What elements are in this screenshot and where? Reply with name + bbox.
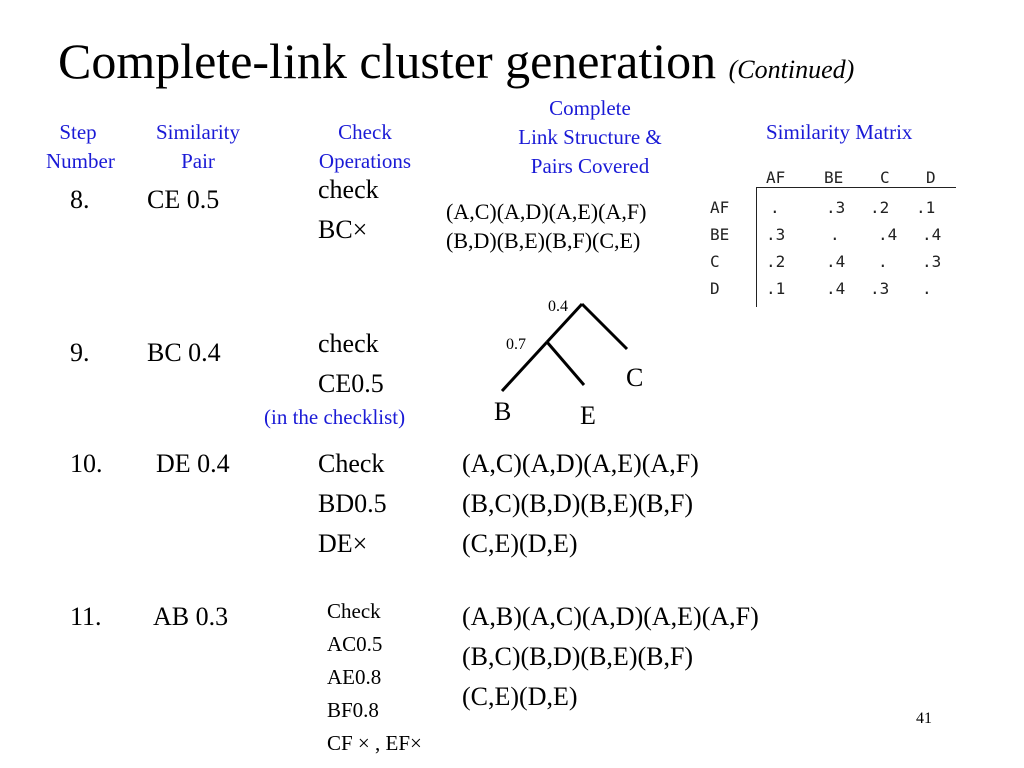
similarity-pair: CE 0.5 <box>147 185 220 214</box>
matrix-cell: .4 <box>826 252 846 271</box>
similarity-pair: DE 0.4 <box>156 449 230 478</box>
check-line: Check <box>318 449 385 478</box>
check-operations: Check BD0.5 DE× <box>318 444 387 564</box>
check-line: CF × , EF× <box>327 731 422 755</box>
pairs-line: (B,C)(B,D)(B,E)(B,F) <box>462 642 694 671</box>
matrix-cell: .1 <box>766 279 786 298</box>
header-line: Pair <box>181 149 215 173</box>
dendrogram-branch <box>580 302 629 351</box>
matrix-cell: . <box>830 225 840 244</box>
header-line: Check <box>338 120 392 144</box>
header-check-operations: Check Operations <box>305 118 425 176</box>
check-line: check <box>318 175 379 204</box>
check-line: AC0.5 <box>327 632 383 656</box>
header-link-structure: Complete Link Structure & Pairs Covered <box>490 94 690 181</box>
matrix-cell: .4 <box>826 279 846 298</box>
matrix-cell: . <box>878 252 888 271</box>
matrix-col-header: AF <box>766 168 786 187</box>
pairs-covered: (A,C)(A,D)(A,E)(A,F) (B,D)(B,E)(B,F)(C,E… <box>446 197 646 255</box>
dendrogram-branch <box>500 340 549 393</box>
pairs-line: (B,C)(B,D)(B,E)(B,F) <box>462 489 694 518</box>
check-line: AE0.8 <box>327 665 382 689</box>
dendrogram-branch <box>545 341 586 386</box>
pairs-line: (A,C)(A,D)(A,E)(A,F) <box>446 199 647 224</box>
check-operations: Check AC0.5 AE0.8 BF0.8 CF × , EF× <box>327 595 422 760</box>
header-line: Pairs Covered <box>530 154 650 178</box>
matrix-cell: .2 <box>766 252 786 271</box>
step-number: 8. <box>70 185 90 214</box>
matrix-cell: . <box>770 198 780 217</box>
page-number: 41 <box>916 710 932 727</box>
check-operations: check CE0.5 <box>318 324 384 404</box>
pairs-line: (A,B)(A,C)(A,D)(A,E)(A,F) <box>462 602 759 631</box>
header-line: Complete <box>549 96 631 120</box>
header-line: Number <box>46 149 115 173</box>
header-similarity-matrix: Similarity Matrix <box>766 120 913 144</box>
matrix-cell: .3 <box>826 198 846 217</box>
check-line: BF0.8 <box>327 698 379 722</box>
pairs-line: (A,C)(A,D)(A,E)(A,F) <box>462 449 699 478</box>
matrix-row-label: D <box>710 279 720 298</box>
similarity-pair: BC 0.4 <box>147 338 221 367</box>
matrix-cell: .3 <box>922 252 942 271</box>
title-continued: (Continued) <box>728 55 855 84</box>
matrix-cell: .4 <box>878 225 898 244</box>
checklist-note: (in the checklist) <box>264 405 406 429</box>
step-number: 11. <box>70 602 102 631</box>
dendrogram-level-label: 0.7 <box>506 336 526 353</box>
check-line: BD0.5 <box>318 489 387 518</box>
title-main: Complete-link cluster generation <box>58 33 717 89</box>
matrix-row-label: BE <box>710 225 730 244</box>
matrix-header-rule <box>756 187 956 188</box>
pairs-line: (C,E)(D,E) <box>462 529 578 558</box>
check-line: Check <box>327 599 381 623</box>
header-line: Operations <box>318 149 412 173</box>
matrix-cell: .3 <box>870 279 890 298</box>
pairs-covered: (A,B)(A,C)(A,D)(A,E)(A,F) (B,C)(B,D)(B,E… <box>462 597 759 717</box>
pairs-line: (B,D)(B,E)(B,F)(C,E) <box>446 228 641 253</box>
check-line: DE× <box>318 529 368 558</box>
matrix-cell: . <box>922 279 932 298</box>
matrix-row-rule <box>756 187 757 307</box>
header-similarity-pair: Similarity Pair <box>143 118 253 176</box>
matrix-col-header: D <box>926 168 936 187</box>
matrix-cell: .1 <box>916 198 936 217</box>
dendrogram-branch <box>545 302 584 344</box>
check-operations: check BC× <box>318 170 379 250</box>
similarity-pair: AB 0.3 <box>153 602 229 631</box>
matrix-col-header: C <box>880 168 890 187</box>
slide-title: Complete-link cluster generation (Contin… <box>58 36 854 86</box>
header-line: Link Structure & <box>518 125 662 149</box>
pairs-line: (C,E)(D,E) <box>462 682 578 711</box>
matrix-row-label: AF <box>710 198 730 217</box>
similarity-matrix: AF BE C D AF . .3 .2 .1 BE .3 . .4 .4 C … <box>708 168 960 308</box>
pairs-covered: (A,C)(A,D)(A,E)(A,F) (B,C)(B,D)(B,E)(B,F… <box>462 444 699 564</box>
matrix-col-header: BE <box>824 168 844 187</box>
matrix-row-label: C <box>710 252 720 271</box>
step-number: 10. <box>70 449 103 478</box>
dendrogram-leaf: C <box>626 363 644 392</box>
matrix-cell: .3 <box>766 225 786 244</box>
step-number: 9. <box>70 338 90 367</box>
dendrogram-level-label: 0.4 <box>548 298 568 315</box>
dendrogram-leaf: B <box>494 397 512 426</box>
check-line: BC× <box>318 215 368 244</box>
dendrogram-leaf: E <box>580 401 596 430</box>
dendrogram <box>500 302 629 393</box>
matrix-cell: .2 <box>870 198 890 217</box>
header-step-number: Step Number <box>46 118 115 176</box>
check-line: check <box>318 329 379 358</box>
check-line: CE0.5 <box>318 369 384 398</box>
header-line: Step <box>59 120 97 144</box>
matrix-cell: .4 <box>922 225 942 244</box>
header-line: Similarity <box>156 120 240 144</box>
